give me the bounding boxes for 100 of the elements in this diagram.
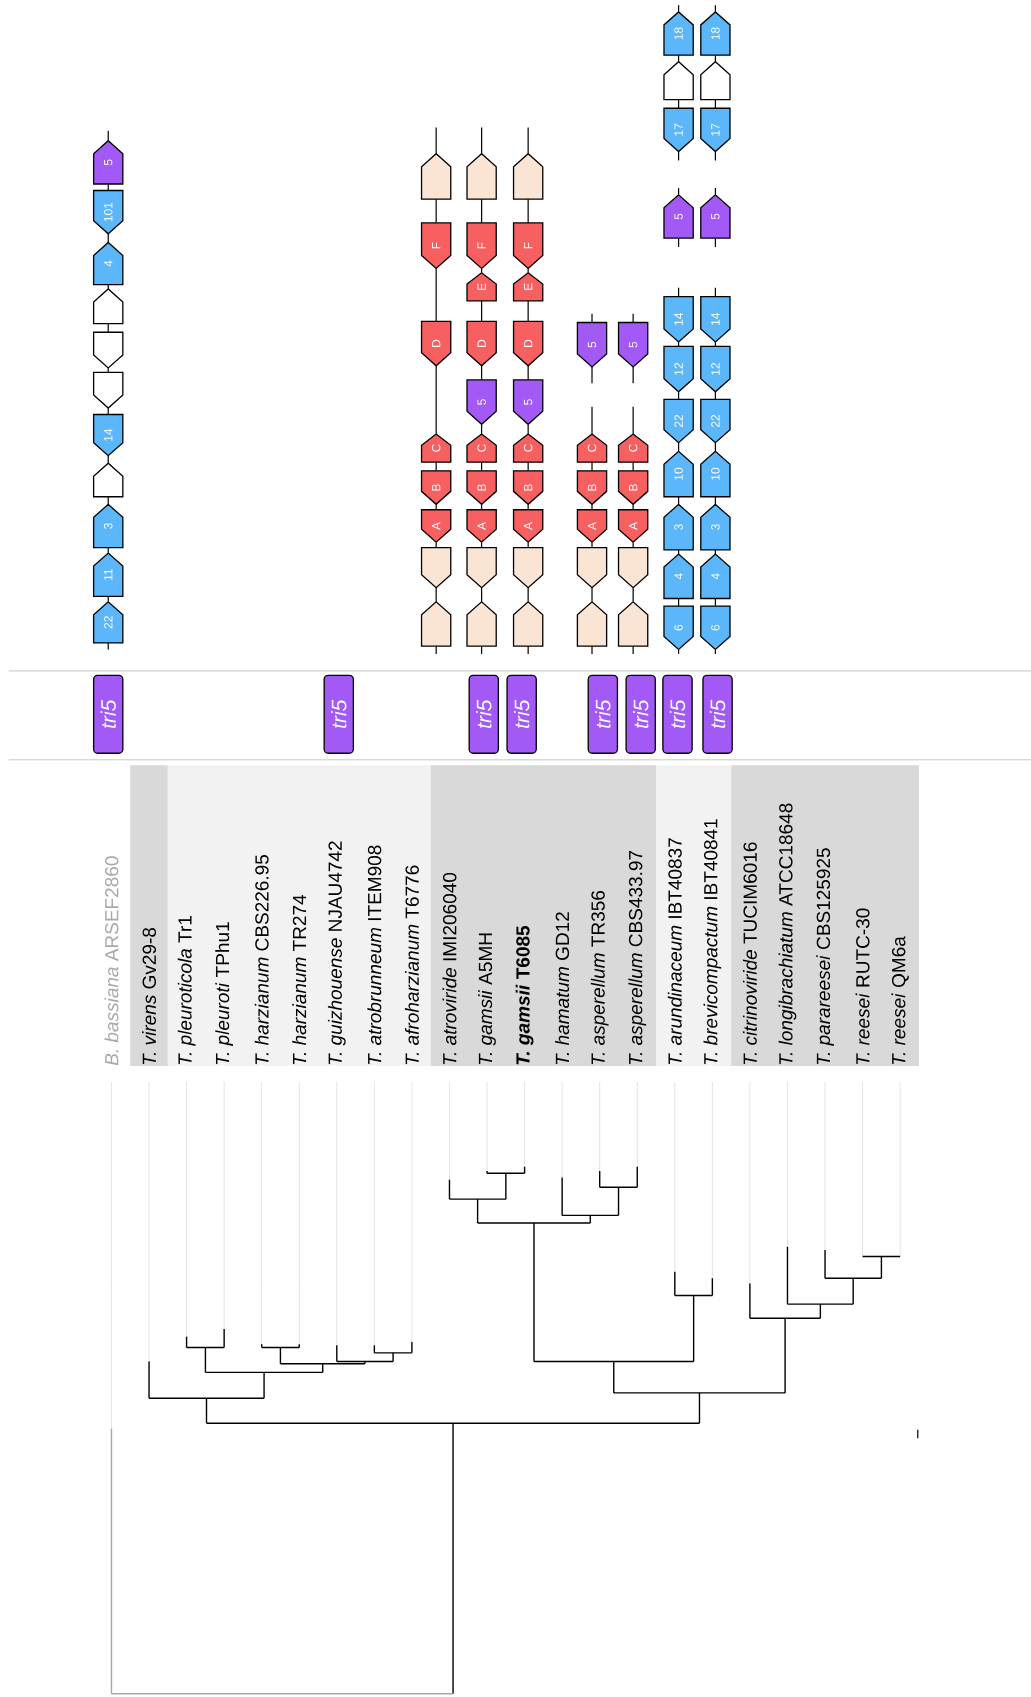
backbone-line [677, 187, 679, 196]
species-label: B. bassiana ARSEF2860 [104, 856, 119, 1066]
gene-pentagon: D [466, 320, 497, 367]
gene-pentagon [576, 600, 608, 647]
gene-pentagon: 18 [699, 11, 731, 56]
gene-pentagon: B [576, 470, 608, 506]
gene-pentagon: 17 [699, 107, 731, 153]
backbone-line [107, 284, 109, 290]
species-label: T. pleuroti TPhu1 [215, 922, 233, 1065]
backbone-line [714, 287, 716, 297]
backbone-line [677, 341, 679, 347]
species-label: T. gamsii T6085 [515, 925, 534, 1065]
backbone-line [591, 541, 593, 549]
backbone-line [632, 645, 634, 655]
backbone-line [591, 503, 593, 511]
gene-pentagon [420, 152, 452, 200]
backbone-line [527, 365, 529, 381]
backbone-line [107, 496, 109, 505]
backbone-line [714, 391, 716, 400]
backbone-line [714, 649, 716, 655]
gene-pentagon: 3 [92, 503, 124, 549]
gene-pentagon: E [466, 271, 497, 302]
species-label: T. guizhouense NJAU4742 [327, 841, 346, 1065]
backbone-line [677, 442, 679, 452]
backbone-line [714, 341, 716, 347]
backbone-line [435, 587, 437, 603]
backbone-line [435, 365, 437, 435]
gene-box: tri5 [323, 674, 354, 754]
backbone-line [714, 549, 716, 555]
species-label: T. harzianum CBS226.95 [254, 855, 269, 1065]
backbone-line [435, 503, 437, 511]
gene-pentagon [92, 371, 124, 409]
backbone-line [107, 547, 109, 554]
backbone-line [480, 645, 482, 655]
backbone-line [527, 423, 529, 435]
backbone-line [677, 99, 679, 109]
gene-pentagon [466, 547, 497, 589]
gene-pentagon [663, 60, 694, 101]
backbone-line [480, 541, 482, 549]
backbone-line [107, 407, 109, 415]
backbone-line [677, 4, 679, 13]
gene-pentagon: 14 [92, 413, 124, 457]
backbone-line [435, 461, 437, 472]
gene-pentagon: 5 [512, 379, 544, 426]
backbone-line [107, 233, 109, 243]
gene-pentagon: 17 [663, 107, 694, 153]
gene-pentagon [617, 600, 649, 647]
backbone-line [435, 645, 437, 655]
gene-pentagon: E [512, 271, 544, 302]
gene-pentagon [92, 288, 124, 325]
backbone-line [527, 126, 529, 155]
backbone-line [632, 503, 634, 511]
gene-pentagon [699, 60, 731, 101]
gene-pentagon [92, 462, 124, 498]
backbone-line [480, 503, 482, 511]
backbone-line [677, 649, 679, 655]
backbone-line [527, 268, 529, 274]
species-label: T. arundinaceum IBT40837 [667, 838, 682, 1065]
gene-pentagon: 11 [92, 552, 124, 597]
backbone-line [714, 54, 716, 63]
gene-pentagon [512, 600, 544, 647]
species-label: T. asperellum CBS433.97 [628, 850, 646, 1065]
backbone-line [714, 187, 716, 196]
gene-pentagon: 12 [699, 345, 731, 393]
gene-box: tri5 [625, 674, 656, 754]
backbone-line [107, 455, 109, 464]
gene-pentagon: C [576, 433, 608, 463]
species-label: T. asperellum TR356 [590, 890, 609, 1065]
gene-pentagon [92, 331, 124, 369]
species-label: T. reesei RUTC-30 [855, 908, 870, 1065]
backbone-line [591, 366, 593, 384]
gene-pentagon: C [512, 433, 544, 463]
backbone-line [527, 541, 529, 549]
backbone-line [527, 300, 529, 322]
gene-pentagon: 5 [617, 321, 649, 368]
species-label: T. harzianum TR274 [292, 894, 307, 1065]
species-label: T. virens Gv29-8 [141, 927, 156, 1065]
backbone-line [107, 642, 109, 651]
backbone-line [714, 442, 716, 452]
gene-pentagon: A [617, 509, 649, 544]
backbone-line [677, 496, 679, 505]
backbone-line [435, 541, 437, 549]
gene-box: tri5 [702, 674, 733, 754]
gene-pentagon: 5 [466, 379, 497, 426]
backbone-line [632, 541, 634, 549]
gene-pentagon: 14 [699, 295, 731, 343]
gene-pentagon: 14 [663, 295, 694, 343]
backbone-line [527, 587, 529, 603]
species-label: T. gamsii A5MH [477, 933, 496, 1065]
gene-pentagon: F [512, 222, 544, 270]
gene-pentagon: 12 [663, 345, 694, 393]
backbone-line [107, 595, 109, 603]
backbone-line [677, 151, 679, 161]
backbone-line [107, 130, 109, 142]
gene-pentagon [512, 152, 544, 200]
gene-pentagon: 5 [576, 321, 608, 368]
backbone-line [677, 549, 679, 555]
gene-pentagon: 10 [663, 450, 694, 498]
gene-pentagon: 22 [699, 398, 731, 444]
gene-pentagon: A [576, 509, 608, 544]
